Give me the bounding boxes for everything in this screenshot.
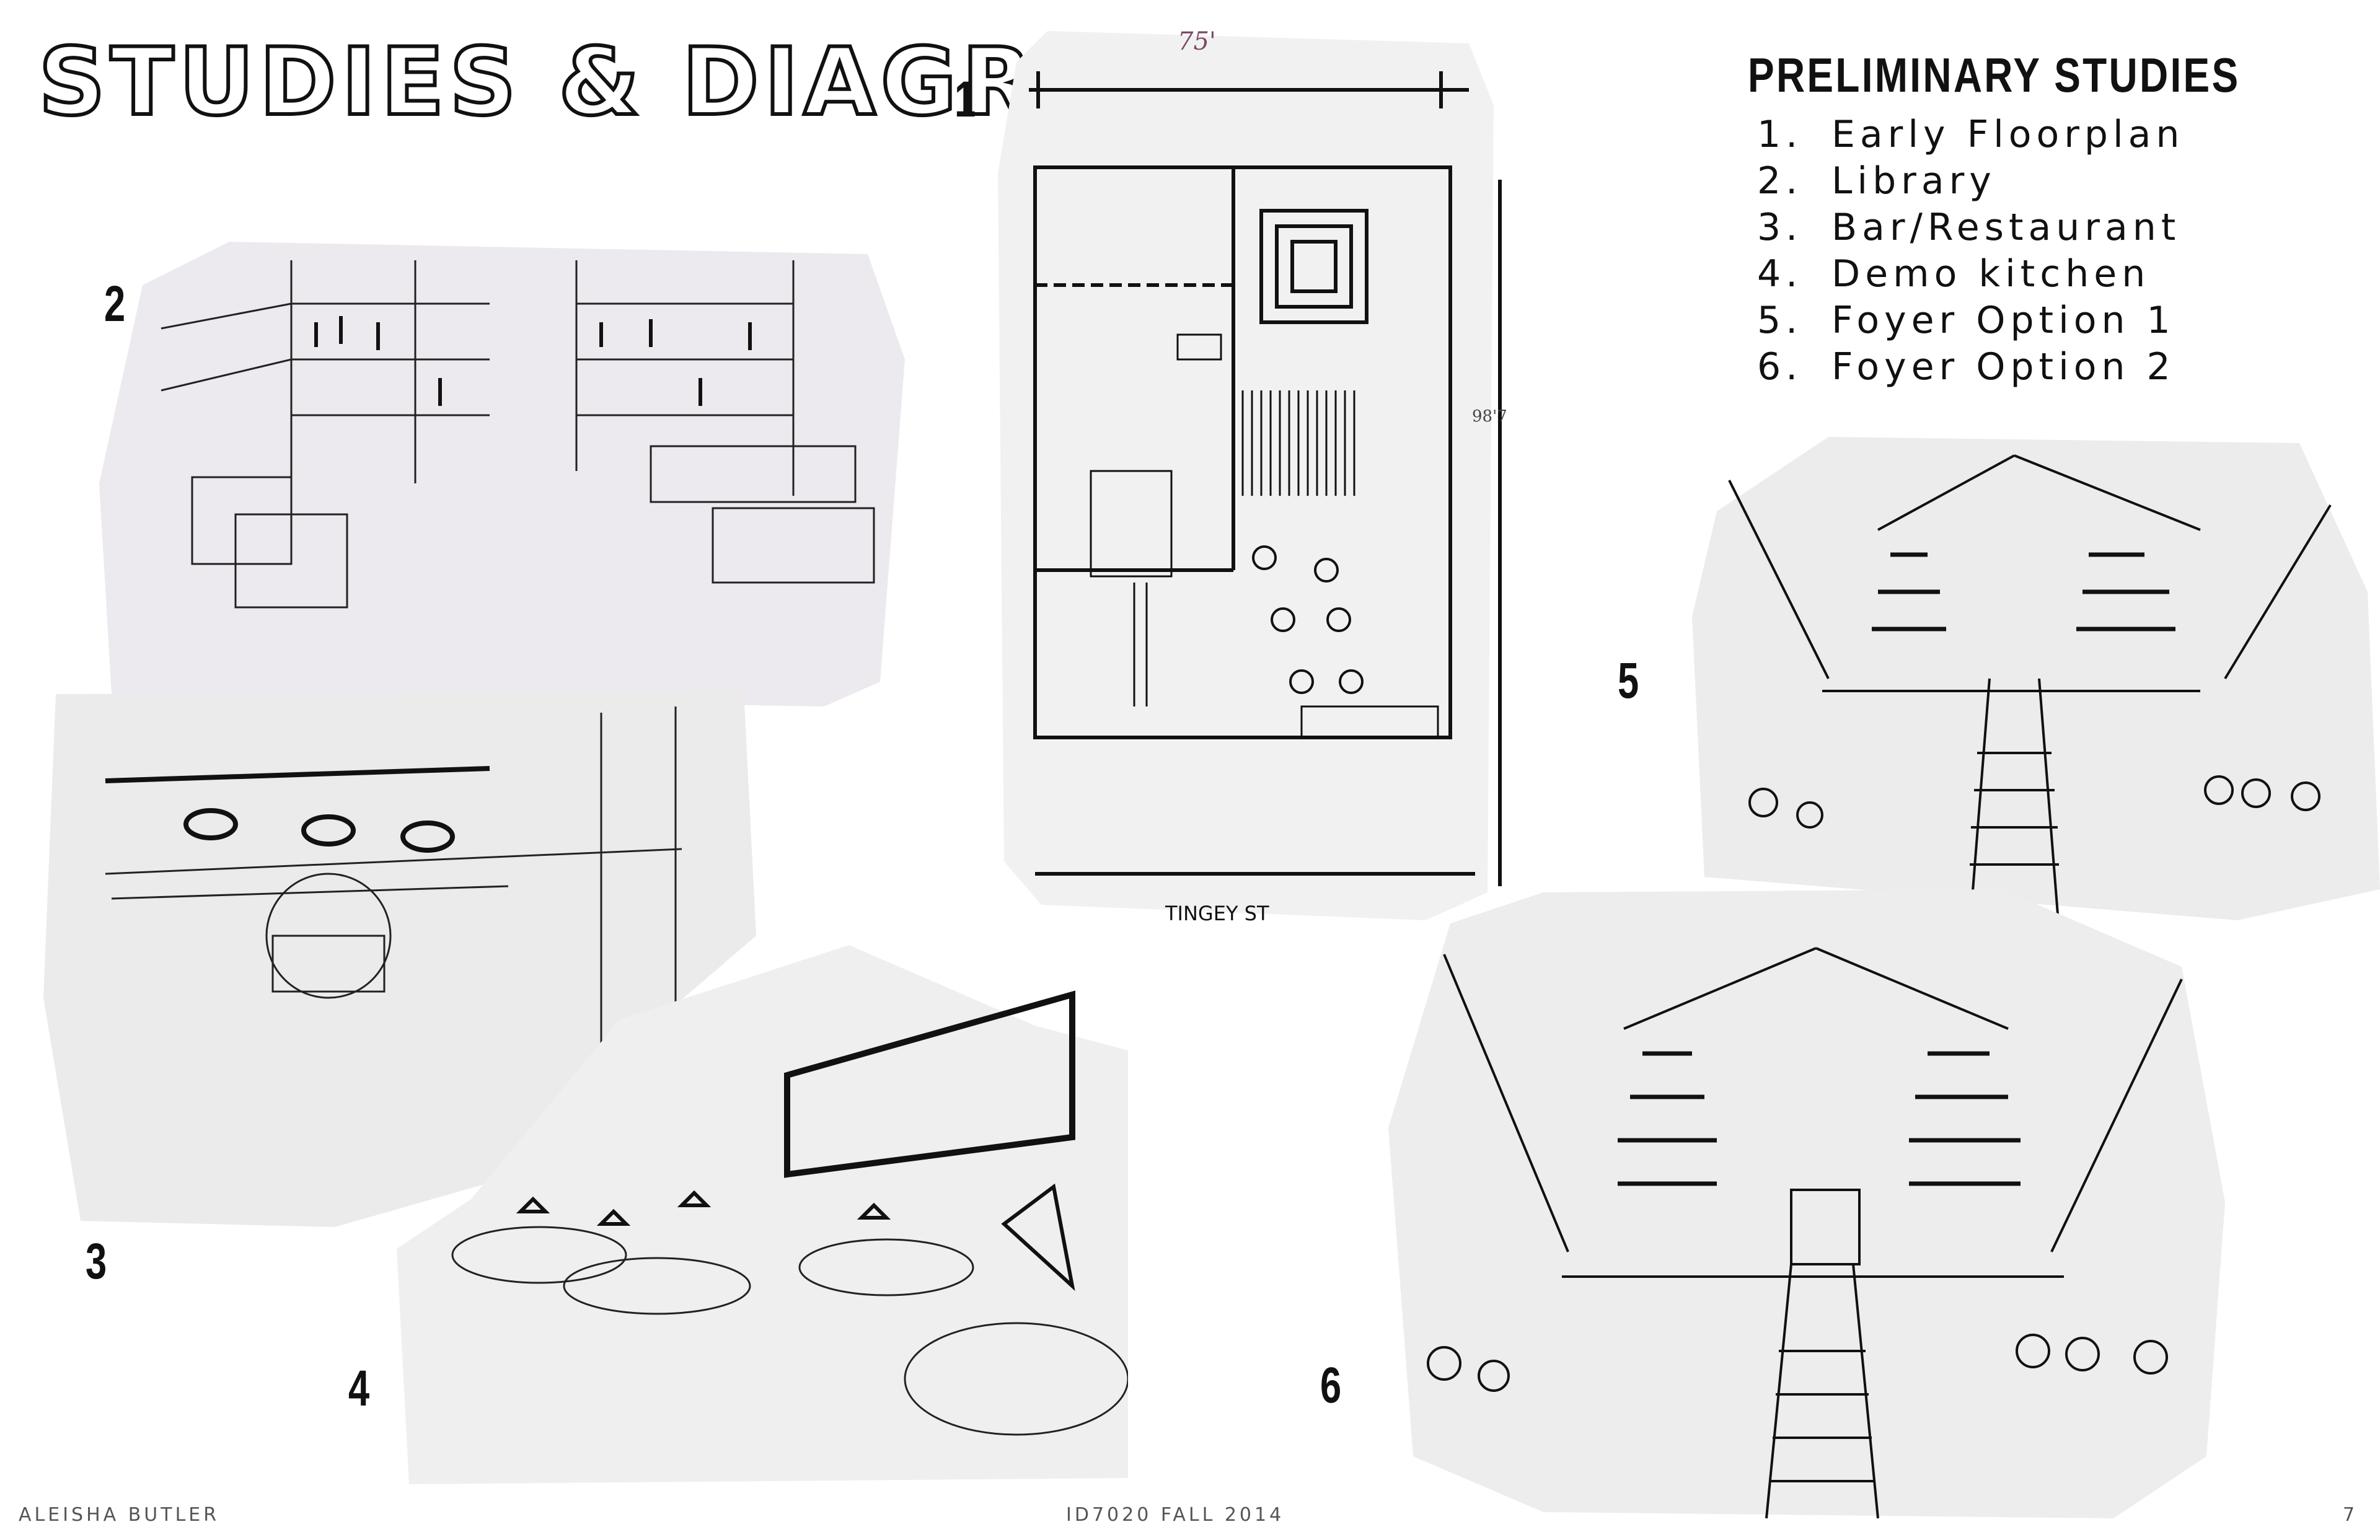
foyer-option-1-sketch: [1680, 431, 2380, 920]
floorplan-sketch: 75' 98'7" TINGEY ST: [992, 25, 1506, 923]
figure-number-5: 5: [1618, 653, 1639, 709]
figure-number-4: 4: [348, 1360, 370, 1417]
street-label: TINGEY ST: [1165, 902, 1269, 923]
demo-kitchen-sketch: [397, 939, 1128, 1490]
list-item: 4.Demo kitchen: [1757, 252, 2151, 296]
footer-author: ALEISHA BUTLER: [19, 1504, 220, 1526]
list-item: 5.Foyer Option 1: [1757, 299, 2175, 342]
page-number: 7: [2343, 1504, 2358, 1526]
figure-number-3: 3: [86, 1233, 107, 1290]
list-item: 6.Foyer Option 2: [1757, 345, 2175, 389]
dimension-side: 98'7": [1472, 407, 1506, 426]
foyer-option-2-sketch: [1382, 880, 2237, 1521]
footer-course: ID7020 FALL 2014: [1066, 1504, 1285, 1526]
figure-number-6: 6: [1320, 1357, 1342, 1414]
list-item: 2.Library: [1757, 159, 1996, 203]
studies-list: 1.Early Floorplan 2.Library 3.Bar/Restau…: [1757, 112, 2184, 390]
list-item: 3.Bar/Restaurant: [1757, 206, 2181, 249]
studies-heading: PRELIMINARY STUDIES: [1748, 48, 2241, 102]
list-item: 1.Early Floorplan: [1757, 113, 2185, 156]
figure-number-2: 2: [104, 276, 126, 332]
library-sketch: [93, 235, 905, 706]
dimension-top: 75': [1178, 27, 1216, 56]
figure-number-1: 1: [954, 71, 976, 128]
